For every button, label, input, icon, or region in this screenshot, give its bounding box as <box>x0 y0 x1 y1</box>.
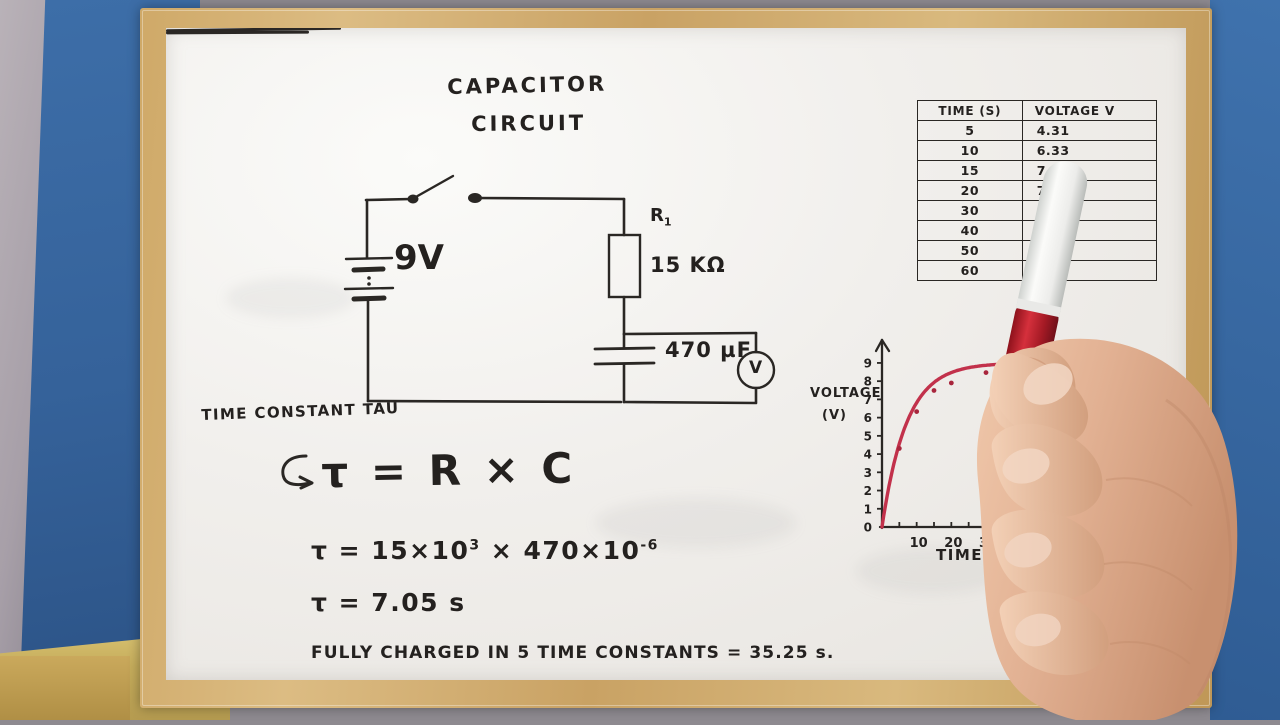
tau-formula: τ = R × C <box>321 443 577 497</box>
charging-curve <box>880 361 1040 529</box>
wire-bottom <box>366 399 623 404</box>
x-tick-label: 10 <box>910 536 928 551</box>
x-axis-title: TIME (S) <box>936 546 1019 564</box>
cell-voltage: 4.31 <box>1021 120 1158 141</box>
board-smudge <box>596 498 796 548</box>
battery-cell-dot <box>367 276 371 280</box>
curve-data-point <box>931 388 937 393</box>
wire-top-left <box>364 197 413 202</box>
whiteboard-frame: CAPACITOR CIRCUIT <box>140 8 1212 708</box>
tau-sub-exponent-2: -6 <box>640 537 659 554</box>
curve-data-point <box>914 409 920 415</box>
x-tick-label: 20 <box>944 536 962 551</box>
cell-voltage: 8.87 <box>1021 240 1158 261</box>
fully-charged-line: FULLY CHARGED IN 5 TIME CONSTANTS = 35.2… <box>311 643 835 663</box>
wire-bottom-right <box>622 400 758 405</box>
curve-data-point <box>1018 363 1024 369</box>
curve-data-point <box>896 446 902 451</box>
switch-terminal-right <box>468 193 482 203</box>
y-axis-title-line1: VOLTAGE <box>810 386 882 401</box>
cell-time: 60 <box>917 260 1023 281</box>
capacitor-plate-top <box>593 346 656 351</box>
y-axis-arrow-left <box>874 338 884 353</box>
circuit-svg <box>343 174 776 405</box>
curve-data-point <box>983 370 989 375</box>
battery-plate-short-1 <box>351 266 386 273</box>
y-axis-ticks <box>877 362 883 510</box>
curve-data-point <box>948 380 954 386</box>
cell-time: 30 <box>917 200 1023 221</box>
tau-substitution-line: τ = 15×103 × 470×10-6 <box>311 536 659 565</box>
y-axis-arrow-right <box>880 338 891 353</box>
circuit-diagram: 9V R1 15 KΩ 470 µF V <box>336 158 816 448</box>
switch-terminal-left <box>407 194 419 204</box>
cell-voltage: 8.47 <box>1021 200 1158 221</box>
resistor-ref-letter: R <box>650 205 664 226</box>
cell-voltage: 7.49 <box>1021 160 1158 181</box>
title-underline-2 <box>166 30 310 34</box>
cell-time: 40 <box>917 220 1023 241</box>
board-smudge <box>226 278 356 318</box>
battery-label: 9V <box>394 238 444 278</box>
column-header-voltage: VOLTAGE V <box>1021 100 1158 121</box>
y-tick-labels: 0 1 2 3 4 5 6 7 8 9 <box>864 356 872 534</box>
table-header-row: TIME (S) VOLTAGE V <box>917 100 1158 121</box>
cell-time: 10 <box>917 140 1023 161</box>
resistor-body <box>607 233 642 299</box>
cell-time: 5 <box>917 120 1023 141</box>
tau-sub-mid: × 470×10 <box>480 536 641 565</box>
y-tick-label: 2 <box>864 484 872 498</box>
y-tick-label: 7 <box>864 393 872 407</box>
capacitor-value-label: 470 µF <box>665 338 752 362</box>
tau-sub-prefix: τ = 15×10 <box>311 536 470 565</box>
y-tick-label: 5 <box>864 429 872 443</box>
y-tick-label: 3 <box>864 466 872 480</box>
cell-voltage: 6.33 <box>1021 140 1158 161</box>
arrow-to-formula-icon <box>281 454 314 490</box>
tau-sub-exponent-1: 3 <box>469 537 481 554</box>
voltmeter-label: V <box>749 358 763 378</box>
battery-plate-long-1 <box>344 256 394 261</box>
resistor-ref-subscript: 1 <box>663 215 672 229</box>
board-title-line1: CAPACITOR <box>447 71 608 99</box>
cell-voltage: 7.9 <box>1021 180 1158 201</box>
y-axis-title-line2: (V) <box>822 408 847 423</box>
desk-edge <box>0 656 130 720</box>
cell-time: 15 <box>917 160 1023 181</box>
cell-time: 20 <box>917 180 1023 201</box>
y-tick-label: 9 <box>864 356 872 370</box>
cell-time: 50 <box>917 240 1023 261</box>
battery-cell-dot <box>367 282 371 286</box>
battery-plate-long-2 <box>343 286 395 291</box>
wire-meter-top <box>622 331 758 336</box>
y-tick-label: 1 <box>864 502 872 516</box>
wall-blue-right <box>1210 0 1280 720</box>
tau-result-line: τ = 7.05 s <box>311 588 466 617</box>
column-header-time: TIME (S) <box>917 100 1023 121</box>
switch-lever <box>412 174 455 200</box>
board-title-line2: CIRCUIT <box>471 110 587 136</box>
y-tick-label: 8 <box>864 375 872 389</box>
y-tick-label: 6 <box>864 411 872 425</box>
y-tick-label: 4 <box>864 448 872 462</box>
cell-voltage: 8.82 <box>1021 220 1158 241</box>
cell-voltage: 9 <box>1021 260 1158 281</box>
y-tick-label: 0 <box>864 521 872 535</box>
resistor-value-label: 15 KΩ <box>650 253 726 277</box>
resistor-ref-label: R1 <box>650 205 672 229</box>
wire-top-right <box>474 196 626 201</box>
whiteboard-surface: CAPACITOR CIRCUIT <box>166 28 1186 680</box>
